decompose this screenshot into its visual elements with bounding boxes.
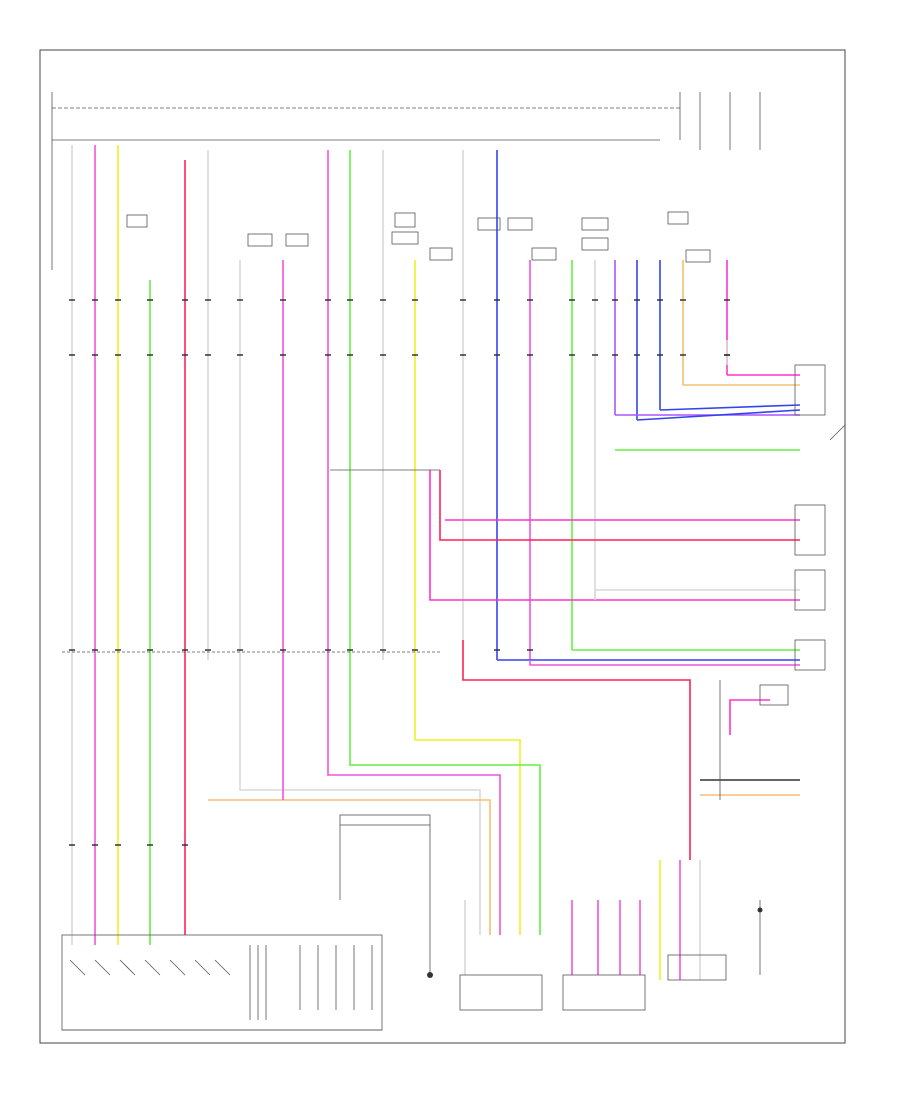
- wire-route-9: [529, 660, 800, 666]
- right-connectors: [719, 364, 846, 800]
- wire-route-17: [659, 404, 801, 411]
- wire-route-10: [462, 640, 691, 860]
- wire-route-21: [729, 699, 770, 735]
- wire-route-3: [327, 770, 501, 935]
- connector-ticks: [69, 299, 730, 846]
- wire-route-1: [414, 720, 521, 935]
- upper-components: [126, 211, 711, 263]
- wire-route-2: [349, 760, 541, 935]
- wire-route-11: [439, 470, 800, 541]
- wire-route-4: [239, 785, 481, 935]
- wires-upper: [71, 145, 728, 900]
- wire-route-5: [208, 799, 491, 935]
- wire-route-12: [429, 470, 800, 601]
- wires-routed: [71, 374, 801, 980]
- wire-route-14: [594, 589, 800, 600]
- splice-bar: [62, 469, 440, 653]
- lower-component-boxes: [339, 814, 763, 1011]
- switch-block: [61, 934, 383, 1031]
- top-bus-bars: [51, 92, 761, 270]
- wire-route-16: [636, 409, 801, 421]
- diagram-border: [39, 49, 846, 1044]
